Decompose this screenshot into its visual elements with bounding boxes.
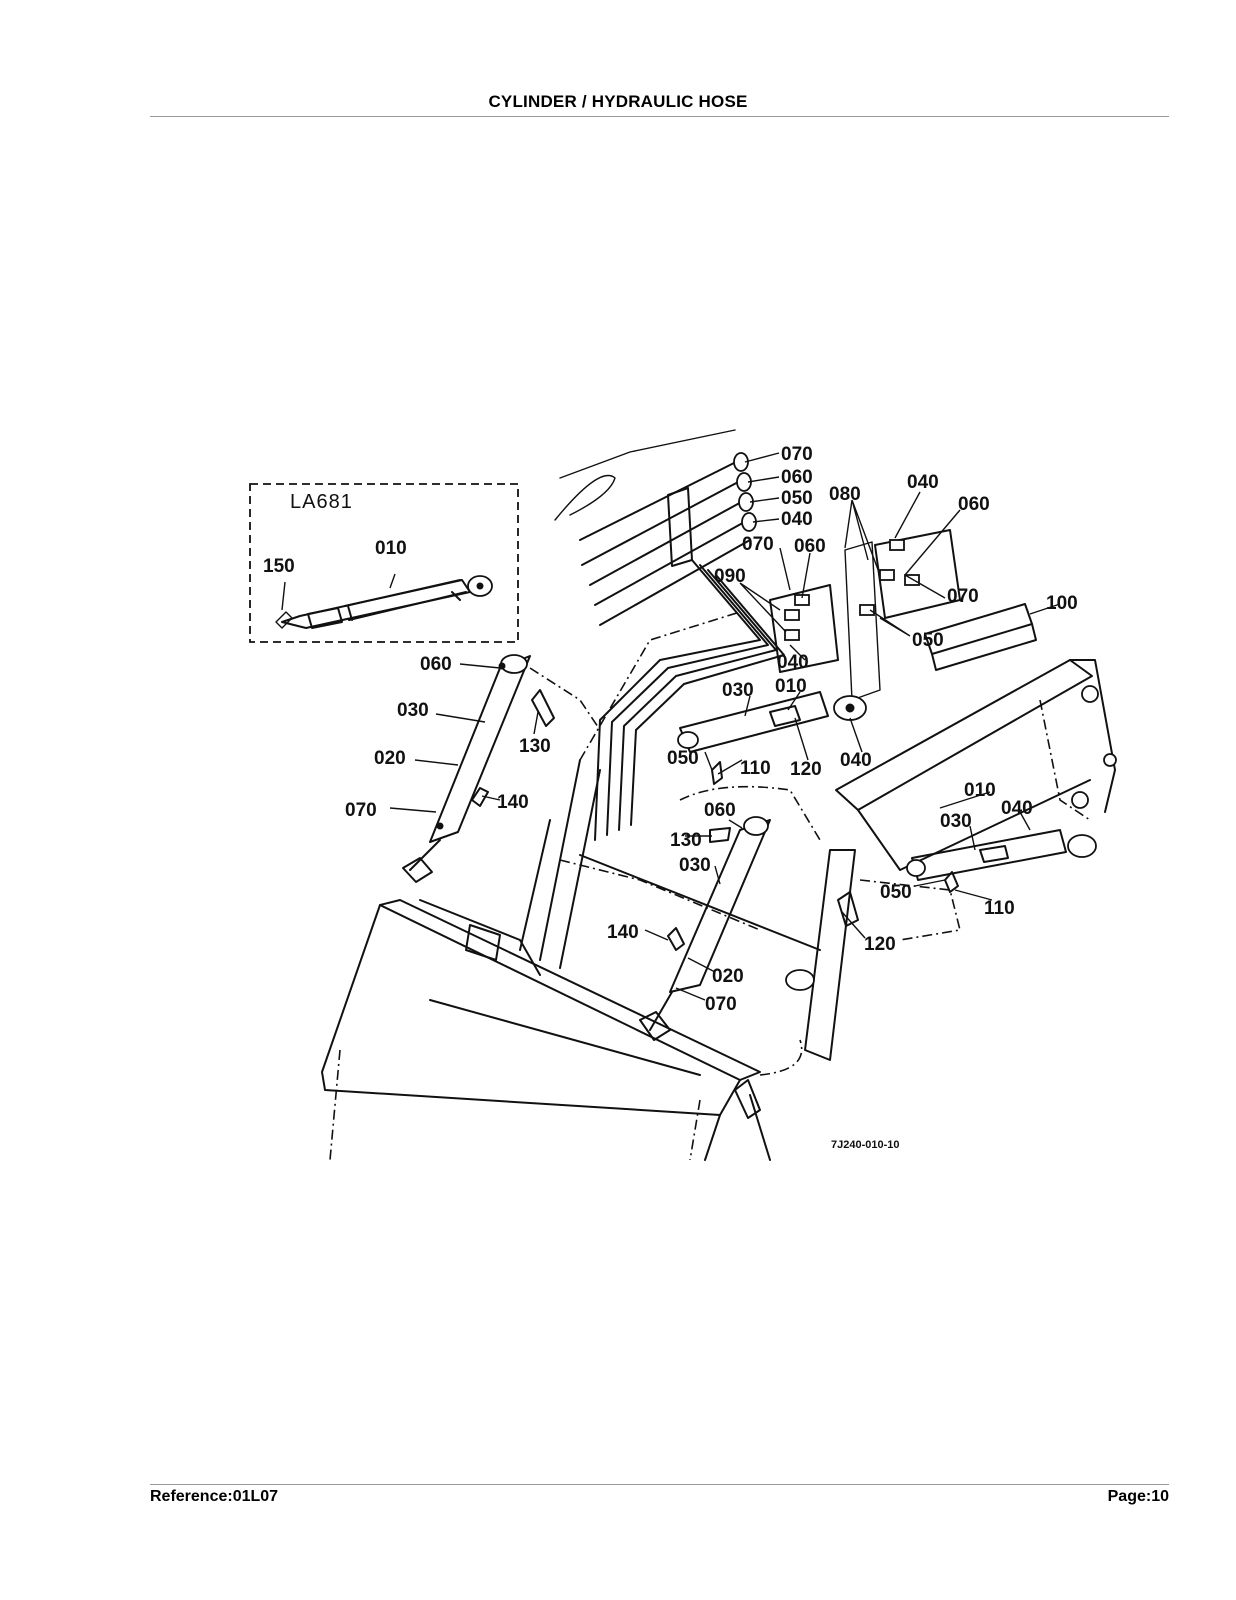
callout-080: 080 [829,484,861,505]
callout-040: 040 [840,750,872,771]
callout-050: 050 [667,748,699,769]
callout-050: 050 [880,882,912,903]
callout-060: 060 [958,494,990,515]
callout-020: 020 [712,966,744,987]
callout-150: 150 [263,556,295,577]
callout-040: 040 [1001,798,1033,819]
callout-090: 090 [714,566,746,587]
callout-060: 060 [794,536,826,557]
callout-120: 120 [864,934,896,955]
inset-label: LA681 [290,491,353,513]
header-divider [150,116,1169,117]
callout-050: 050 [781,488,813,509]
callout-070: 070 [781,444,813,465]
footer-divider [150,1484,1169,1485]
page-title: CYLINDER / HYDRAULIC HOSE [488,92,748,111]
callout-040: 040 [907,472,939,493]
callout-130: 130 [670,830,702,851]
drawing-code: 7J240-010-10 [831,1139,900,1151]
callout-110: 110 [740,758,771,779]
reference-label: Reference:01L07 [150,1488,279,1505]
page-number: Page:10 [1107,1488,1169,1505]
callout-030: 030 [722,680,754,701]
callout-050: 050 [912,630,944,651]
leader-lines [281,452,1061,1001]
callout-070: 070 [705,994,737,1015]
callout-030: 030 [679,855,711,876]
callout-040: 040 [781,509,813,530]
callout-070: 070 [947,586,979,607]
callout-010: 010 [964,780,996,801]
callout-060: 060 [420,654,452,675]
inset-la681: LA681 [249,483,519,643]
callout-100: 100 [1046,593,1078,614]
callouts: 070 060 050 040 080 040 060 070 060 090 … [263,444,1078,1151]
callout-010: 010 [775,676,807,697]
callout-060: 060 [704,800,736,821]
callout-070: 070 [345,800,377,821]
callout-070: 070 [742,534,774,555]
callout-060: 060 [781,467,813,488]
inset-cylinder-drawing [275,575,493,629]
callout-030: 030 [397,700,429,721]
callout-140: 140 [607,922,639,943]
callout-010: 010 [375,538,407,559]
callout-130: 130 [519,736,551,757]
callout-030: 030 [940,811,972,832]
callout-040: 040 [777,652,809,673]
inset-border [249,483,519,643]
callout-140: 140 [497,792,529,813]
callout-110: 110 [984,898,1015,919]
callout-020: 020 [374,748,406,769]
loader-drawing [321,429,1117,1161]
callout-120: 120 [790,759,822,780]
